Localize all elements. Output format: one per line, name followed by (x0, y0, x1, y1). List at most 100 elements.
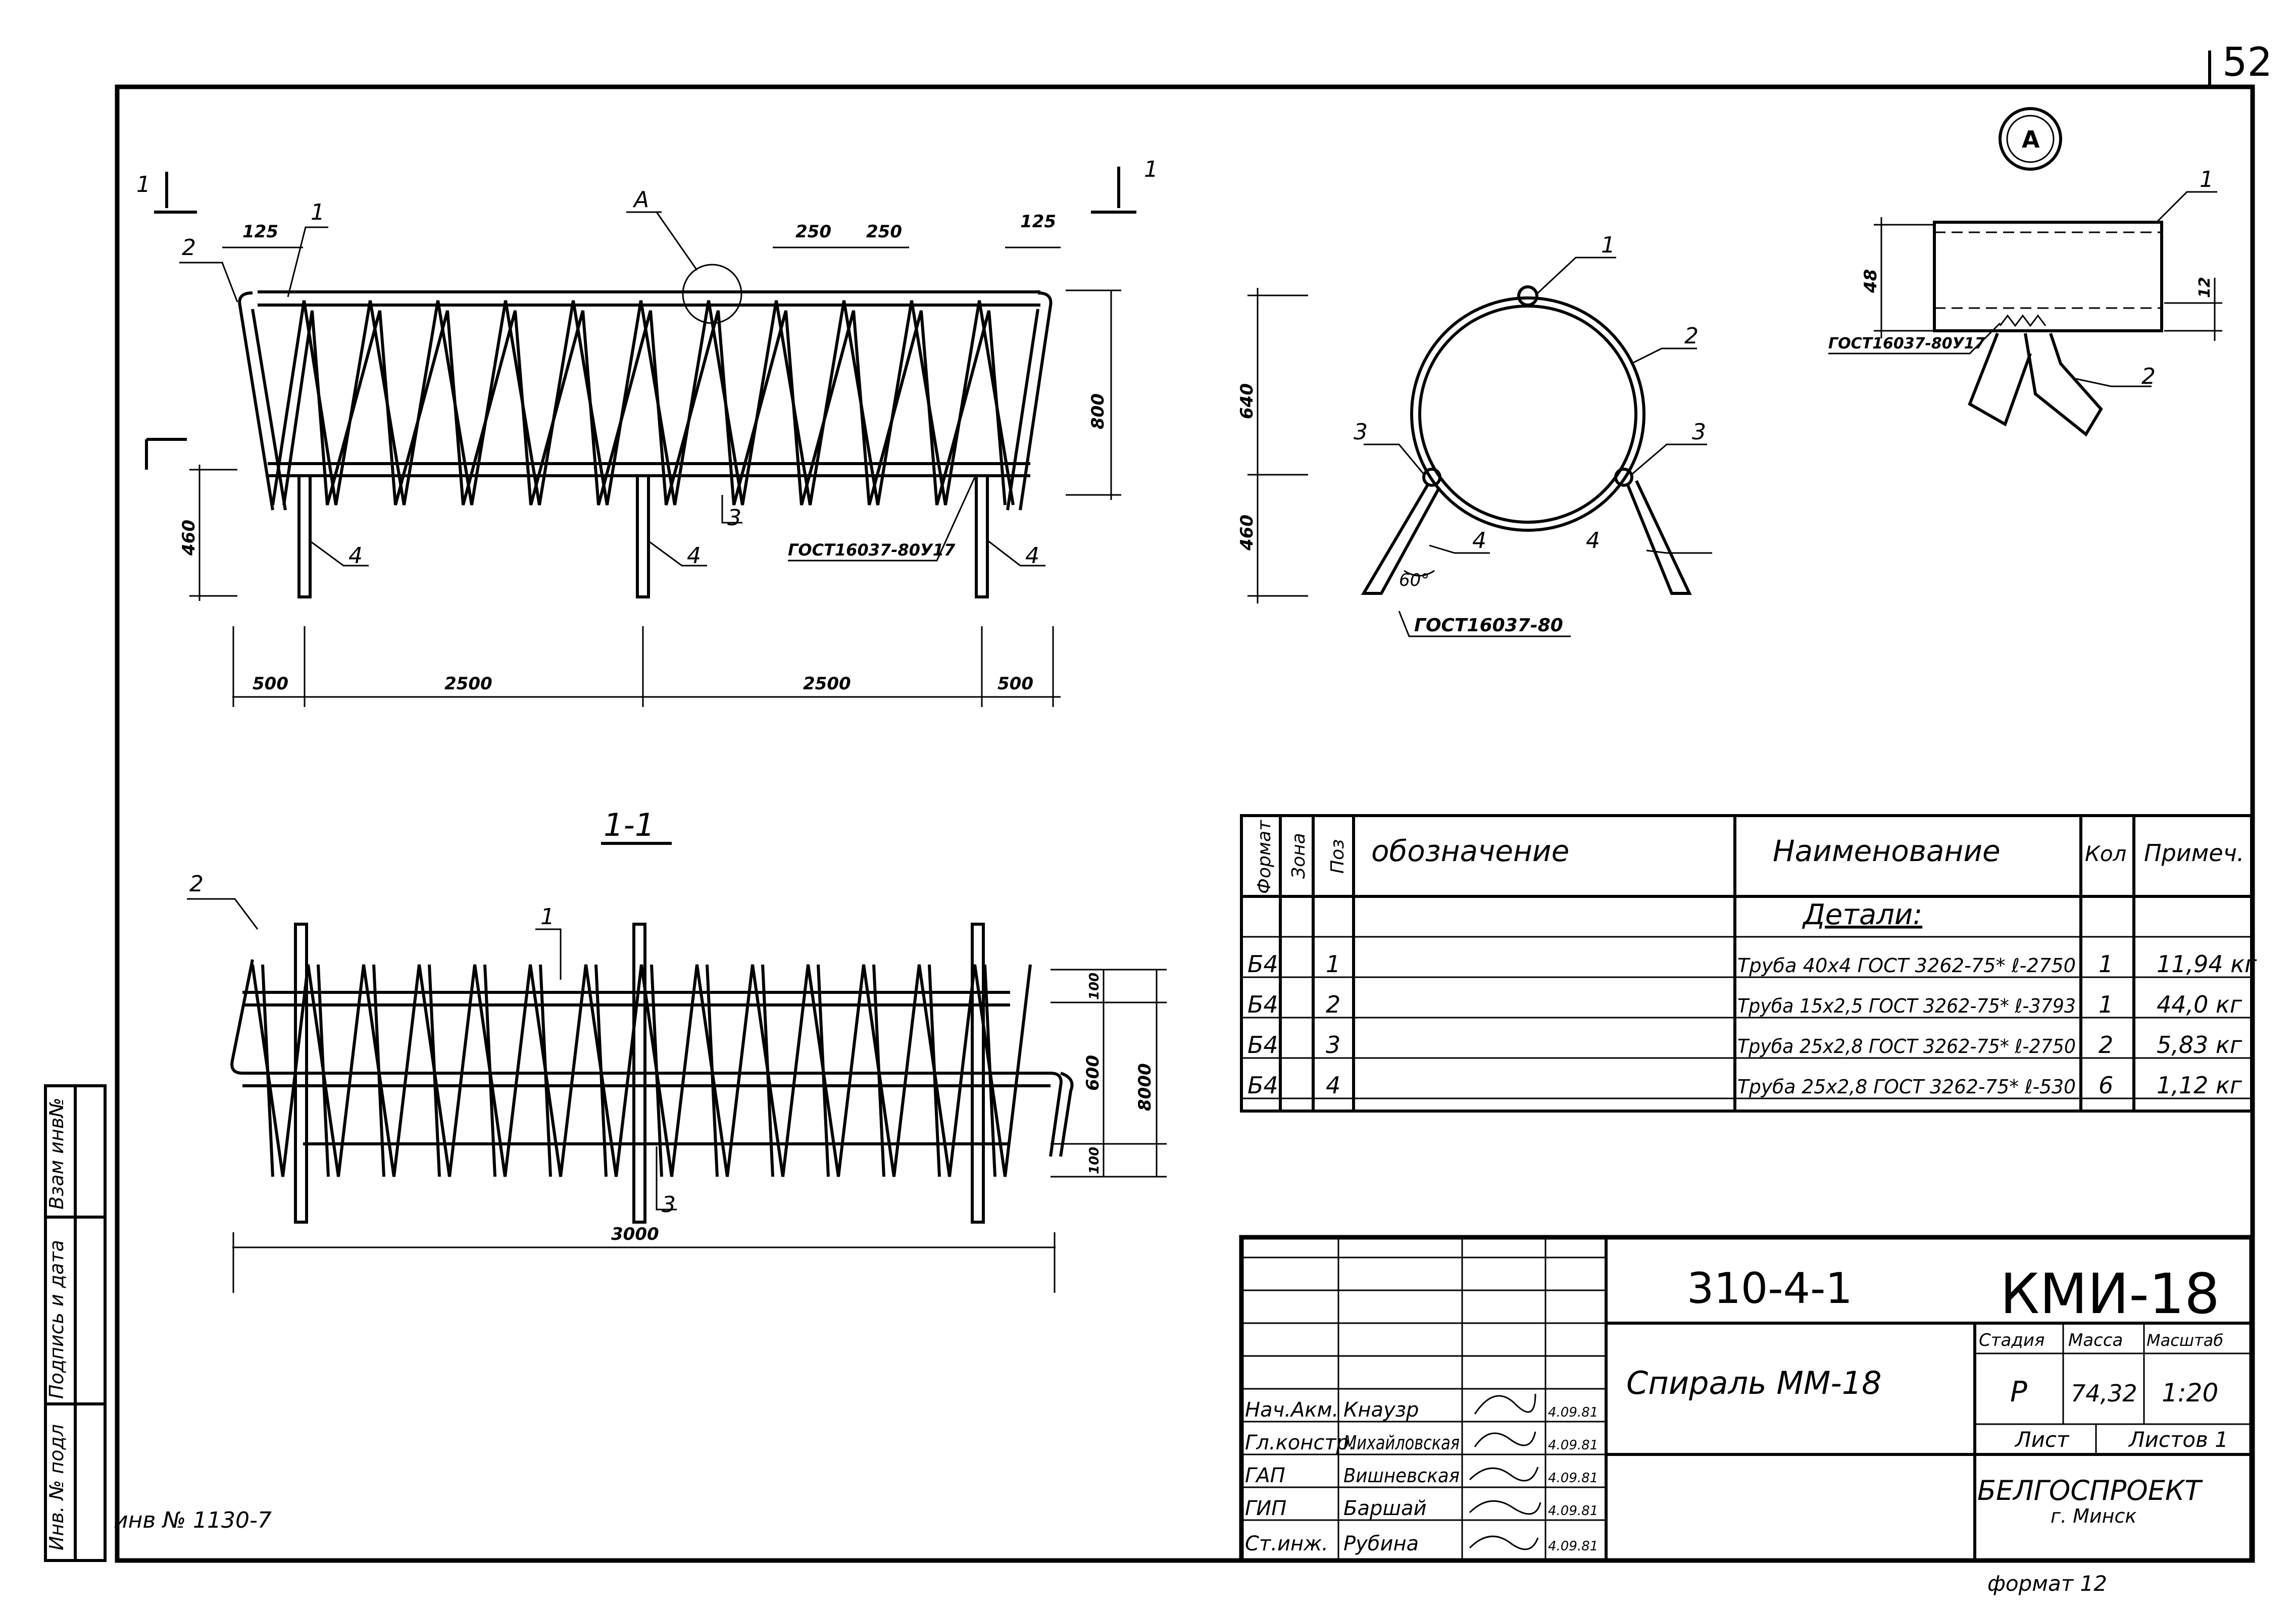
detail-a (1828, 107, 2222, 437)
front-dimension-lines (189, 246, 1121, 707)
dim-top-125-left: 125 (242, 222, 278, 242)
end-view (1247, 257, 1712, 637)
detail-weld-note: ГОСТ16037-80У17 (1828, 335, 1985, 353)
detail-pos-2: 2 (2141, 364, 2156, 389)
spec-cell-pos: 1 (1326, 950, 1340, 978)
spec-cell-note: 11,94 кг (2157, 950, 2257, 978)
detail-pos-1: 1 (2200, 167, 2214, 192)
section-cut-marks (145, 167, 1136, 470)
section-dim-100-bottom: 100 (1087, 1147, 1102, 1174)
tb-stage: Р (2010, 1376, 2027, 1408)
tb-organization: БЕЛГОСПРОЕКТ (1977, 1475, 2203, 1506)
front-pos-4b: 4 (687, 543, 701, 569)
tb-person: Михайловская (1343, 1432, 1460, 1454)
spec-row: Б4 4 Труба 25х2,8 ГОСТ 3262-75* ℓ-530 6 … (1247, 1072, 2242, 1099)
spec-header-pos: Поз (1327, 839, 1348, 874)
spec-row: Б4 3 Труба 25х2,8 ГОСТ 3262-75* ℓ-2750 2… (1247, 1031, 2242, 1059)
tb-sheet-label: Лист (2014, 1427, 2070, 1452)
section-leaders (187, 898, 1167, 1293)
spec-cell-note: 1,12 кг (2157, 1072, 2242, 1099)
end-dim-460: 460 (1237, 515, 1257, 551)
front-pos-3: 3 (727, 505, 741, 531)
tb-sheets-label: Листов 1 (2128, 1427, 2228, 1452)
section-dim-3000: 3000 (611, 1224, 659, 1244)
spec-cell-name: Труба 25х2,8 ГОСТ 3262-75* ℓ-530 (1737, 1076, 2076, 1098)
tb-role: ГИП (1245, 1497, 1286, 1520)
page-number: 52 (2222, 40, 2272, 85)
tb-date: 4.09.81 (1548, 1539, 1598, 1554)
spec-section-title: Детали: (1802, 898, 1922, 931)
tb-scale-label: Масштаб (2147, 1331, 2223, 1350)
dim-top-250-a: 250 (795, 222, 831, 242)
tb-mass-label: Масса (2068, 1330, 2123, 1350)
spec-header-format: Формат (1254, 820, 1275, 894)
tb-city: г. Минск (2051, 1505, 2136, 1527)
title-block-grid (1239, 1235, 2254, 1563)
section-mark-right: 1 (1144, 157, 1158, 182)
section-pos-3: 3 (662, 1192, 676, 1218)
margin-signature-label: Подпись и дата (45, 1240, 68, 1399)
spec-cell-pos: 3 (1326, 1031, 1340, 1059)
tb-signature-row: ГАП Вишневская 4.09.81 (1245, 1464, 1598, 1487)
tb-role: Ст.инж. (1245, 1532, 1328, 1555)
section-dim-8000: 8000 (1135, 1063, 1155, 1111)
section-dim-100-top: 100 (1087, 973, 1102, 1000)
tb-role: Гл.констр. (1245, 1431, 1356, 1454)
spec-cell-name: Труба 15х2,5 ГОСТ 3262-75* ℓ-3793 (1737, 995, 2076, 1017)
spec-table-grid (1240, 814, 2253, 1113)
spec-cell-format: Б4 (1247, 991, 1278, 1018)
tb-person: Кнаузр (1343, 1398, 1419, 1422)
spec-cell-qty: 1 (2099, 991, 2113, 1018)
front-pos-4a: 4 (348, 543, 363, 569)
end-pos-3-left: 3 (1354, 419, 1368, 445)
end-pos-4-left: 4 (1472, 528, 1486, 553)
left-margin-stamp: Инв. № подл Подпись и дата Взам инв№ (44, 1084, 107, 1562)
tb-date: 4.09.81 (1548, 1503, 1598, 1519)
tb-signature-row: Гл.констр. Михайловская 4.09.81 (1245, 1431, 1598, 1454)
end-pos-3-right: 3 (1692, 419, 1706, 445)
tb-person: Вишневская (1343, 1465, 1460, 1487)
tb-date: 4.09.81 (1548, 1405, 1598, 1420)
tb-person: Баршай (1343, 1497, 1426, 1520)
tb-date: 4.09.81 (1548, 1471, 1598, 1486)
margin-replace-label: Взам инв№ (45, 1097, 68, 1210)
spec-cell-qty: 2 (2099, 1031, 2113, 1059)
tb-signature-row: Ст.инж. Рубина 4.09.81 (1245, 1532, 1598, 1555)
front-view (238, 211, 1053, 598)
tb-signature-row: ГИП Баршай 4.09.81 (1245, 1497, 1598, 1520)
front-leaders (179, 226, 1045, 567)
dim-bottom-500-left: 500 (253, 674, 288, 694)
section-view (230, 923, 1074, 1224)
spec-cell-note: 5,83 кг (2157, 1031, 2242, 1059)
detail-dim-48: 48 (1861, 269, 1881, 293)
tb-format: формат 12 (1987, 1571, 2107, 1596)
dim-top-250-b: 250 (866, 222, 902, 242)
dim-bottom-2500-right: 2500 (803, 674, 851, 694)
tb-mass: 74,32 (2071, 1380, 2137, 1407)
spec-cell-format: Б4 (1247, 950, 1278, 978)
front-weld-note: ГОСТ16037-80У17 (788, 540, 956, 560)
tb-stage-label: Стадия (1979, 1330, 2044, 1350)
front-pos-4c: 4 (1025, 543, 1039, 569)
tb-item-name: Спираль ММ-18 (1626, 1365, 1882, 1401)
detail-dim-12: 12 (2196, 277, 2214, 298)
end-dim-640: 640 (1237, 383, 1257, 419)
spec-header-name: Наименование (1773, 834, 2001, 868)
tb-sheet-code: КМИ-18 (2000, 1262, 2220, 1326)
tb-project-code: 310-4-1 (1687, 1264, 1853, 1313)
tb-role: Нач.Акм. (1245, 1398, 1338, 1422)
dim-top-125-right: 125 (1020, 212, 1056, 232)
spec-cell-pos: 2 (1326, 991, 1340, 1018)
margin-inv-label: Инв. № подл (45, 1424, 68, 1550)
tb-role: ГАП (1245, 1464, 1285, 1487)
spec-cell-name: Труба 25х2,8 ГОСТ 3262-75* ℓ-2750 (1737, 1035, 2076, 1058)
tb-signature-row: Нач.Акм. Кнаузр 4.09.81 (1245, 1393, 1598, 1422)
end-angle: 60° (1399, 570, 1429, 590)
spec-cell-format: Б4 (1247, 1031, 1278, 1059)
spec-cell-format: Б4 (1247, 1072, 1278, 1099)
section-pos-1: 1 (540, 904, 555, 930)
end-pos-4-right: 4 (1586, 528, 1600, 553)
section-mark-left: 1 (136, 172, 151, 197)
spec-cell-note: 44,0 кг (2157, 991, 2242, 1018)
